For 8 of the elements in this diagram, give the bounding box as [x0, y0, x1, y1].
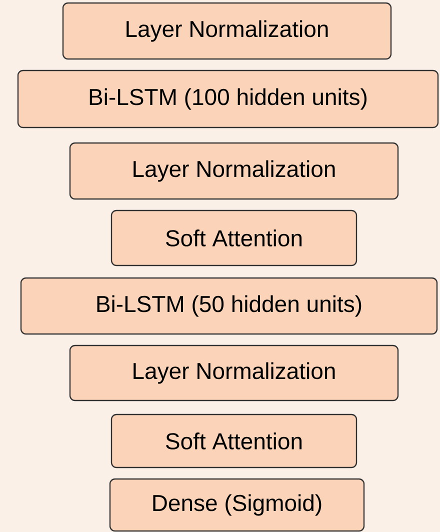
layer-box: Bi-LSTM (100 hidden units) — [17, 70, 439, 128]
layer-box: Soft Attention — [110, 414, 358, 468]
layer-box: Bi-LSTM (50 hidden units) — [20, 277, 438, 335]
layer-box: Soft Attention — [110, 210, 358, 266]
layer-box: Layer Normalization — [69, 142, 399, 200]
layer-box: Dense (Sigmoid) — [109, 478, 365, 532]
layer-box: Layer Normalization — [69, 344, 399, 402]
layer-box: Layer Normalization — [62, 2, 392, 60]
